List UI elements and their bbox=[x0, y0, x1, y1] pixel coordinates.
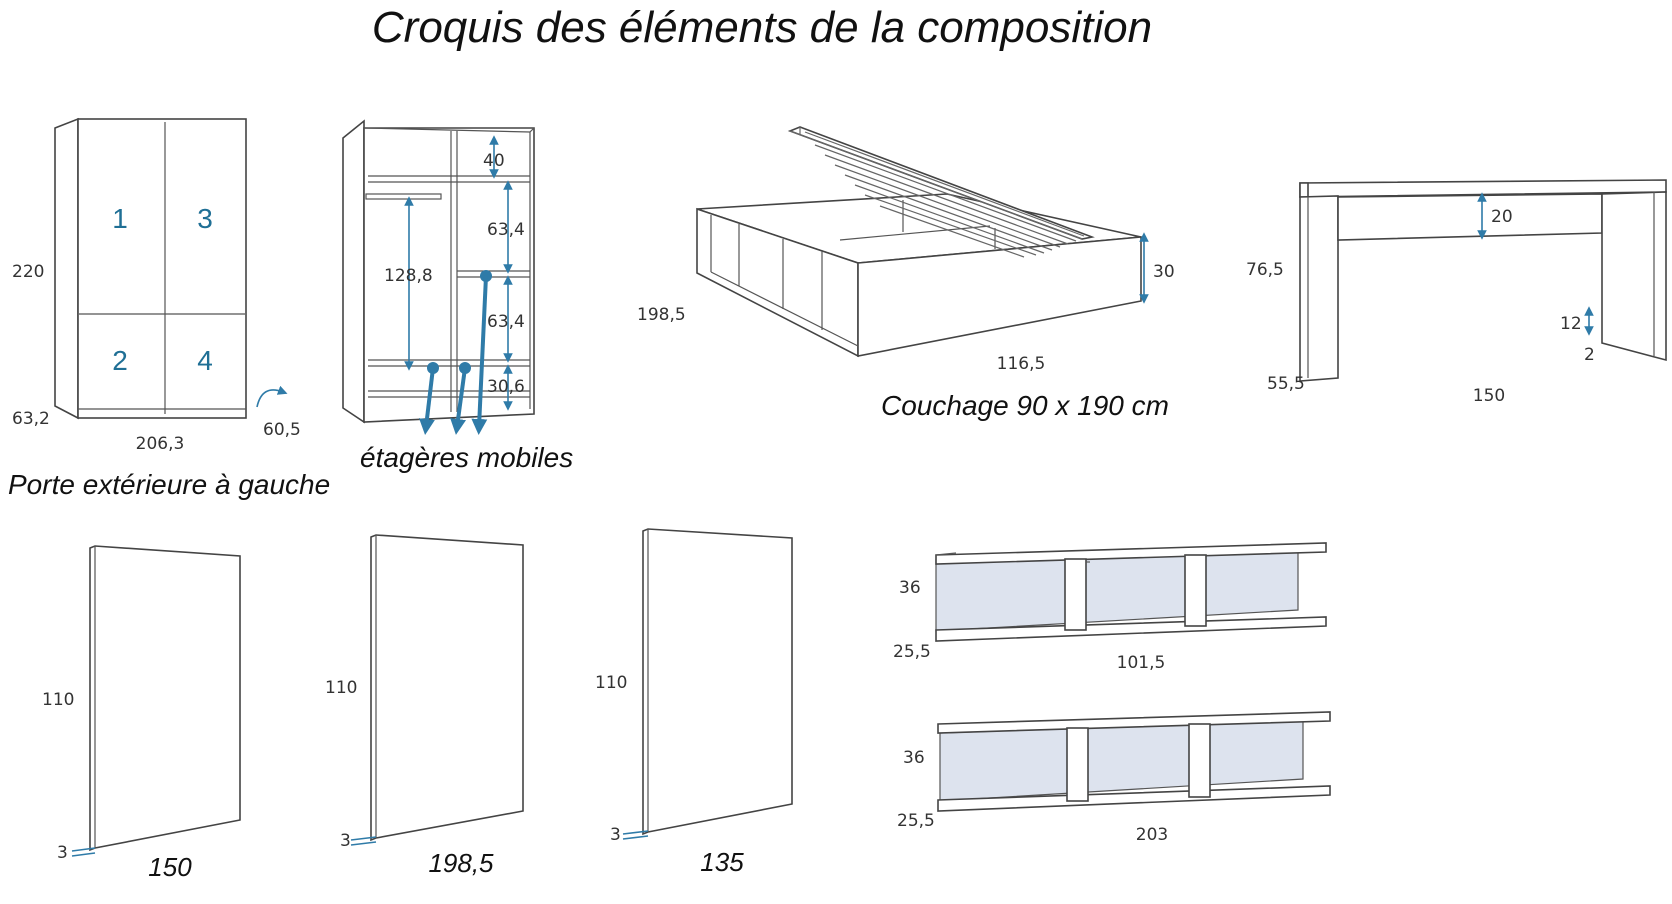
panel-3-thickness-label: 3 bbox=[610, 825, 621, 845]
mobile-shelf-arrow-icon bbox=[450, 367, 467, 435]
door-number-4: 4 bbox=[197, 345, 213, 376]
shelf-1-width-label: 101,5 bbox=[1117, 653, 1166, 673]
interior-dim-bottom: 30,6 bbox=[487, 377, 525, 397]
wardrobe-height-label: 220 bbox=[12, 262, 44, 282]
desk-apron-label: 20 bbox=[1491, 207, 1513, 227]
shelf-2-height-label: 36 bbox=[903, 748, 925, 768]
mobile-shelf-arrow-icon bbox=[471, 275, 488, 435]
shelf-1-drawing bbox=[935, 542, 1327, 642]
wardrobe-interior-drawing bbox=[342, 119, 535, 435]
wardrobe-drawing: 1 3 2 4 bbox=[54, 117, 288, 420]
shelf-2-width-label: 203 bbox=[1136, 825, 1168, 845]
panel-3-width-label: 135 bbox=[700, 847, 744, 877]
desk-foot-height-label: 12 bbox=[1560, 314, 1582, 334]
bed-height-label: 30 bbox=[1153, 262, 1175, 282]
wardrobe-depth-label: 63,2 bbox=[12, 409, 50, 429]
mobile-shelf-arrow-icon bbox=[418, 367, 435, 435]
panel-1-width-label: 150 bbox=[148, 852, 192, 882]
panel-2-width-label: 198,5 bbox=[428, 848, 494, 878]
wardrobe-door-swing-label: 60,5 bbox=[263, 420, 301, 440]
panel-1-height-label: 110 bbox=[42, 690, 74, 710]
interior-dim-hanging: 128,8 bbox=[384, 266, 433, 286]
bed-width-label: 116,5 bbox=[997, 354, 1046, 374]
desk-height-label: 76,5 bbox=[1246, 260, 1284, 280]
page-title: Croquis des éléments de la composition bbox=[372, 3, 1152, 52]
desk-width-label: 150 bbox=[1473, 386, 1505, 406]
panel-2-drawing bbox=[350, 534, 524, 846]
desk-depth-label: 55,5 bbox=[1267, 374, 1305, 394]
bed-length-label: 198,5 bbox=[637, 305, 686, 325]
door-number-2: 2 bbox=[112, 345, 128, 376]
shelf-2-depth-label: 25,5 bbox=[897, 811, 935, 831]
bed-drawing bbox=[696, 126, 1149, 358]
panel-3-drawing bbox=[622, 528, 793, 840]
panel-2-thickness-label: 3 bbox=[340, 831, 351, 851]
interior-caption: étagères mobiles bbox=[360, 442, 573, 473]
interior-dim-lower: 63,4 bbox=[487, 312, 525, 332]
wardrobe-width-label: 206,3 bbox=[136, 434, 185, 454]
panel-3-height-label: 110 bbox=[595, 673, 627, 693]
bed-caption: Couchage 90 x 190 cm bbox=[881, 390, 1169, 421]
panel-1-drawing bbox=[71, 545, 241, 857]
wardrobe-caption: Porte extérieure à gauche bbox=[8, 469, 330, 500]
shelf-1-depth-label: 25,5 bbox=[893, 642, 931, 662]
shelf-1-height-label: 36 bbox=[899, 578, 921, 598]
shelf-2-drawing bbox=[937, 711, 1331, 812]
desk-foot-gap-label: 2 bbox=[1584, 345, 1595, 365]
desk-drawing bbox=[1299, 179, 1667, 382]
door-number-3: 3 bbox=[197, 203, 213, 234]
panel-2-height-label: 110 bbox=[325, 678, 357, 698]
door-swing-arrow-icon bbox=[256, 385, 288, 408]
interior-dim-top: 40 bbox=[483, 151, 505, 171]
interior-dim-upper: 63,4 bbox=[487, 220, 525, 240]
panel-1-thickness-label: 3 bbox=[57, 843, 68, 863]
door-number-1: 1 bbox=[112, 203, 128, 234]
